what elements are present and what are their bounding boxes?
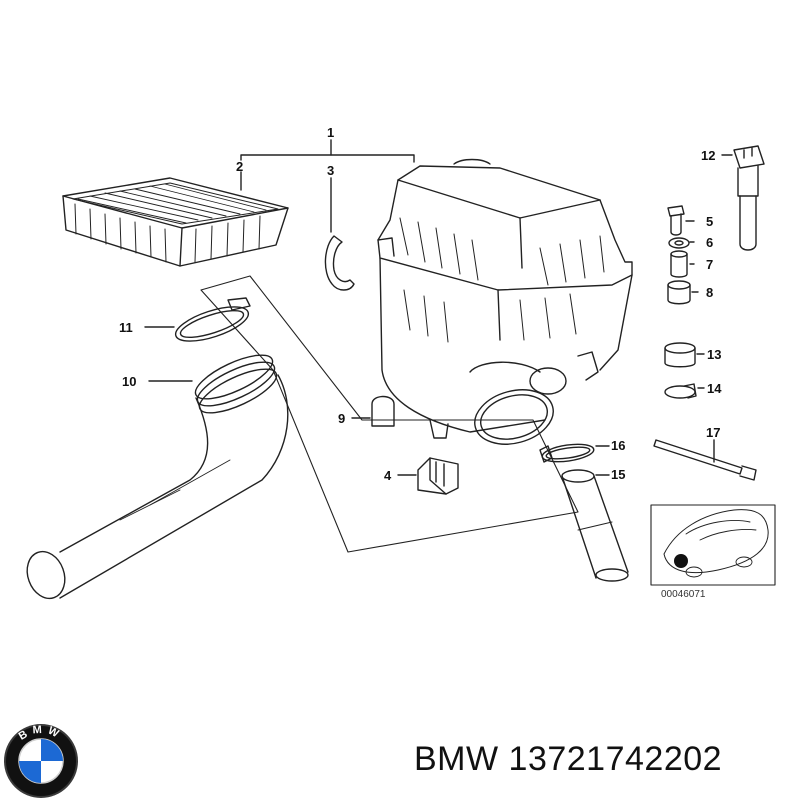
bolt	[667, 205, 685, 236]
spacer-sleeve	[670, 250, 688, 278]
intake-pipe	[561, 469, 629, 582]
washer	[668, 237, 690, 249]
callout-1-bracket	[240, 154, 415, 163]
cable-tie	[653, 439, 757, 481]
location-marker	[674, 554, 688, 568]
callout-16: 16	[611, 438, 625, 453]
mounting-bracket	[417, 457, 459, 495]
callout-8: 8	[706, 285, 713, 300]
callout-12: 12	[701, 148, 715, 163]
callout-4: 4	[384, 468, 392, 483]
part-number: 13721742202	[508, 740, 723, 778]
temperature-sensor	[733, 145, 765, 251]
hose-clamp-large	[174, 297, 251, 342]
callout-14: 14	[707, 381, 722, 396]
callout-2: 2	[236, 159, 243, 174]
callout-9: 9	[338, 411, 345, 426]
callout-17: 17	[706, 425, 720, 440]
brand-part-caption: BMW 13721742202	[414, 740, 722, 779]
intake-hose	[26, 354, 289, 600]
rubber-bush	[667, 280, 691, 305]
callout-10: 10	[122, 374, 136, 389]
brand-name: BMW	[414, 740, 499, 778]
callout-5: 5	[706, 214, 713, 229]
clip-part	[324, 235, 355, 291]
callout-7: 7	[706, 257, 713, 272]
vehicle-locator-inset	[650, 504, 776, 586]
callout-11: 11	[119, 320, 133, 335]
spring-clip	[664, 383, 697, 399]
callout-13: 13	[707, 347, 721, 362]
callout-6: 6	[706, 235, 713, 250]
inset-code: 00046071	[661, 589, 706, 600]
callout-1: 1	[327, 125, 334, 140]
assembly-boundary	[200, 275, 579, 553]
bmw-logo: BMW	[4, 724, 78, 798]
air-filter-housing	[377, 158, 633, 445]
callout-3: 3	[327, 163, 334, 178]
air-filter-element	[62, 177, 289, 267]
callout-15: 15	[611, 467, 625, 482]
rubber-mount	[371, 395, 395, 427]
hose-clamp-small	[539, 443, 595, 463]
grommet	[664, 342, 696, 368]
